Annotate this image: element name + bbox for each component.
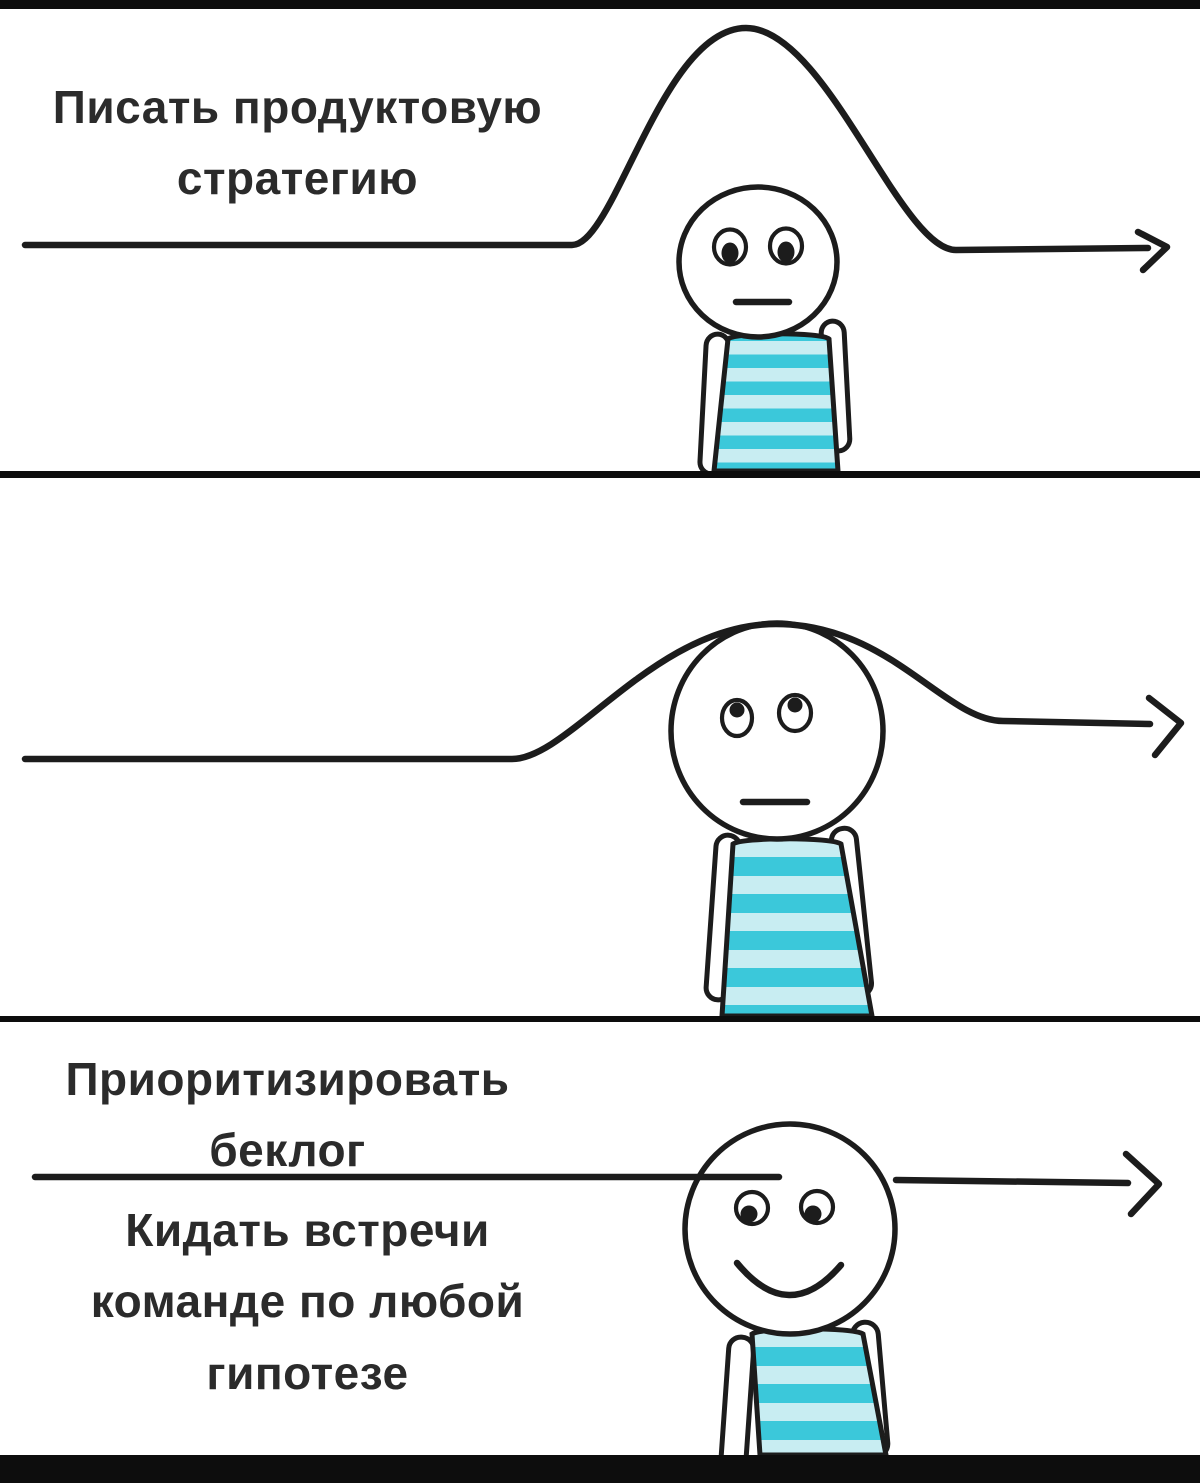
striped-shirt — [719, 836, 875, 1016]
flow-arrow-just-over-head — [21, 620, 1185, 763]
flow-arrow-high-over-head — [21, 24, 1171, 274]
character-looking-up — [668, 620, 886, 1016]
panel-divider-2 — [0, 1016, 1200, 1022]
caption-line: Кидать встречи — [125, 1204, 490, 1256]
head — [682, 1121, 898, 1337]
head — [668, 620, 886, 842]
panel-3-drawing — [31, 1121, 1163, 1455]
panel-divider-1 — [0, 471, 1200, 478]
panel-2-caption: Приоритизировать беклог — [20, 1044, 555, 1187]
caption-line: Приоритизировать — [65, 1053, 510, 1105]
top-border-bar — [0, 0, 1200, 9]
striped-shirt — [711, 331, 841, 471]
arrowhead-icon — [1134, 228, 1171, 274]
left-eye — [719, 697, 755, 739]
character-smiling — [682, 1121, 898, 1455]
arrowhead-icon — [1145, 694, 1185, 759]
caption-line: беклог — [209, 1124, 366, 1177]
left-arm — [718, 1334, 757, 1455]
caption-line: Писать продуктовую — [52, 81, 543, 133]
character-neutral — [676, 184, 853, 471]
striped-shirt — [749, 1326, 889, 1455]
smile-mouth — [733, 1259, 845, 1299]
caption-line: команде по любой — [90, 1275, 525, 1328]
panel-3-caption: Кидать встречи команде по любой гипотезе — [35, 1195, 580, 1409]
flow-arrow-through-head — [31, 1150, 1163, 1218]
panel-3: Кидать встречи команде по любой гипотезе — [0, 1022, 1200, 1455]
caption-line: гипотезе — [206, 1346, 409, 1399]
panel-2-drawing — [21, 620, 1185, 1016]
caption-line: стратегию — [176, 152, 419, 205]
head — [676, 184, 840, 340]
right-eye — [776, 692, 814, 734]
panel-1-caption: Писать продуктовую стратегию — [15, 72, 580, 215]
bottom-border-bar — [0, 1455, 1200, 1483]
panel-1: Писать продуктовую стратегию — [0, 9, 1200, 471]
panel-2: Приоритизировать беклог — [0, 478, 1200, 1176]
arrowhead-icon — [1122, 1150, 1163, 1218]
panel-1-drawing — [21, 24, 1171, 471]
